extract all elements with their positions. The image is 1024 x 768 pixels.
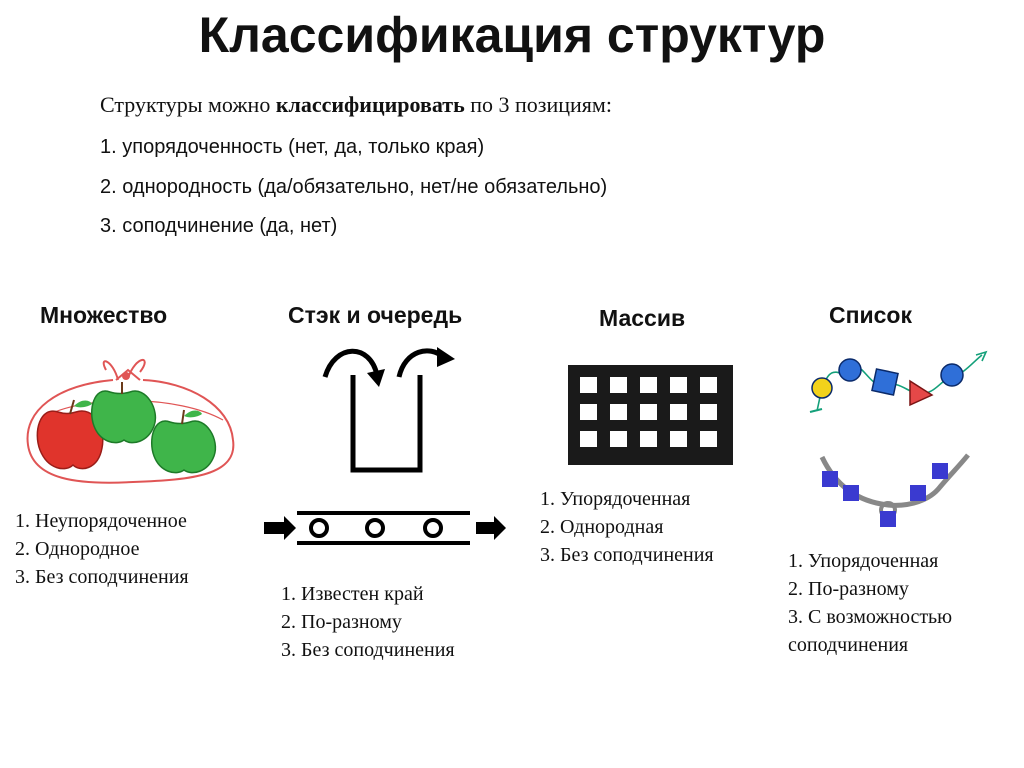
array-cell [670,377,687,393]
array-cell [670,431,687,447]
list-node-yellow [811,377,833,399]
list-start-tick [809,408,823,413]
stack-container [350,375,423,473]
array-cell [610,404,627,420]
intro-prefix: Структуры можно [100,92,271,117]
criterion-homogeneity: 2. однородность (да/обязательно, нет/не … [100,176,608,198]
array-cell [700,404,717,420]
red-apple [36,399,104,470]
property-item: 3. Без соподчинения [281,639,455,661]
chain-node [932,463,948,479]
bag-knot [102,359,146,381]
array-cell [700,377,717,393]
property-item: 3. Без соподчинения [540,544,714,566]
green-apple-top [90,382,157,444]
list-end-arrow [975,350,988,362]
property-item: 1. Неупорядоченное [15,510,187,532]
array-cell [700,431,717,447]
array-cell [670,404,687,420]
category-title-stack-queue: Стэк и очередь [288,302,463,328]
queue-element [423,518,443,538]
properties-stack-queue: 1. Известен край 2. По-разному 3. Без со… [281,580,455,664]
intro-text: Структуры можно классифицировать по 3 по… [100,92,612,118]
criterion-subordination: 3. соподчинение (да, нет) [100,215,338,237]
property-item: 2. По-разному [788,578,909,600]
queue-element [309,518,329,538]
bag-outline [26,379,235,484]
properties-array: 1. Упорядоченная 2. Однородная 3. Без со… [540,485,714,569]
array-cell [580,404,597,420]
push-arrow-head [367,369,385,387]
list-node-square [871,368,899,396]
list-node-blue [838,358,862,382]
bag-knot-dot [122,372,130,380]
property-item: 1. Известен край [281,583,424,605]
grid-array-icon [568,365,733,465]
pop-arrow-head [437,347,455,367]
queue-element [365,518,385,538]
list-node-triangle [909,379,934,407]
property-item: 2. По-разному [281,611,402,633]
chain-node [843,485,859,501]
properties-set: 1. Неупорядоченное 2. Однородное 3. Без … [15,507,189,591]
push-arrow [322,348,380,378]
intro-suffix: по 3 позициям: [470,92,612,117]
array-cell [640,377,657,393]
array-cell [580,431,597,447]
chain-node [822,471,838,487]
array-cell [640,431,657,447]
queue-icon [264,511,506,545]
category-title-list: Список [829,302,912,328]
chain-node [880,511,896,527]
criterion-ordering: 1. упорядоченность (нет, да, только края… [100,136,485,158]
linked-list-icon [809,350,988,527]
pop-arrow [396,348,445,378]
category-title-set: Множество [40,302,168,328]
property-item: 3. Без соподчинения [15,566,189,588]
array-cells [580,377,717,447]
property-item: соподчинения [788,634,909,656]
array-cell [640,404,657,420]
list-start-stem [816,396,821,412]
array-cell [610,431,627,447]
stack-icon [322,347,455,473]
intro-keyword: классифицировать [275,92,465,117]
bag-of-apples-icon [26,359,235,484]
properties-list: 1. Упорядоченная 2. По-разному 3. С возм… [788,547,952,659]
property-item: 2. Однородная [540,516,664,538]
list-node-blue-end [940,363,964,387]
green-apple-right [150,409,217,474]
slide-title: Классификация структур [198,7,826,63]
array-cell [610,377,627,393]
property-item: 3. С возможностью [788,606,953,628]
array-cell [580,377,597,393]
enqueue-arrow [264,516,296,540]
property-item: 1. Упорядоченная [540,488,691,510]
dequeue-arrow [476,516,506,540]
property-item: 2. Однородное [15,538,140,560]
category-title-array: Массив [599,305,686,331]
chain-node [910,485,926,501]
property-item: 1. Упорядоченная [788,550,939,572]
